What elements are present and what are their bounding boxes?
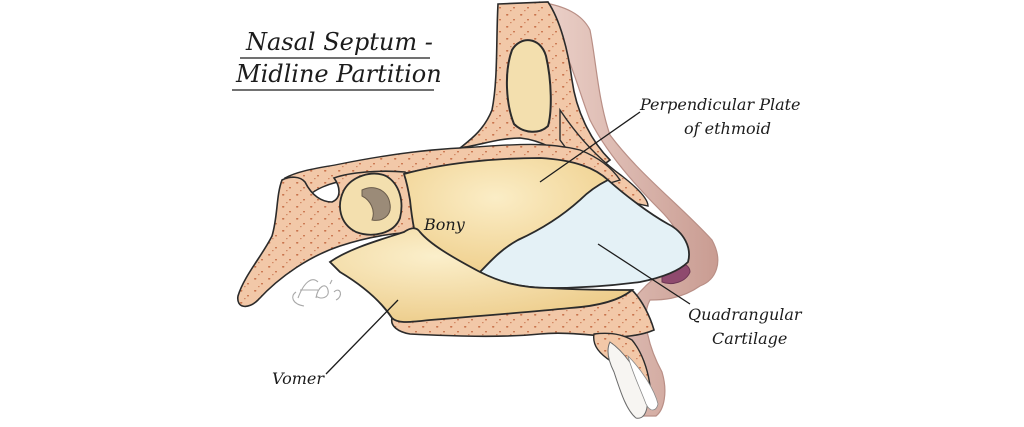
sphenoid-sinus-inner [361, 187, 391, 221]
label-quadrangular-line-2: Cartilage [712, 329, 787, 348]
label-vomer: Vomer [272, 369, 325, 388]
label-perpendicular-line-1: Perpendicular Plate [639, 95, 801, 114]
label-quadrangular-line-1: Quadrangular [688, 305, 803, 324]
label-perpendicular-line-2: of ethmoid [684, 119, 771, 138]
title-line-2: Midline Partition [235, 60, 442, 88]
label-bony: Bony [423, 215, 466, 234]
pointer-quadrangular [597, 243, 691, 305]
pointer-perpendicular [539, 111, 641, 183]
frontal-sinus [505, 39, 552, 133]
incisor-tooth-back [627, 354, 659, 411]
pointer-vomer [325, 299, 399, 375]
title-line-1: Nasal Septum - [245, 28, 433, 56]
artist-signature [292, 279, 342, 307]
vomer [328, 227, 635, 323]
